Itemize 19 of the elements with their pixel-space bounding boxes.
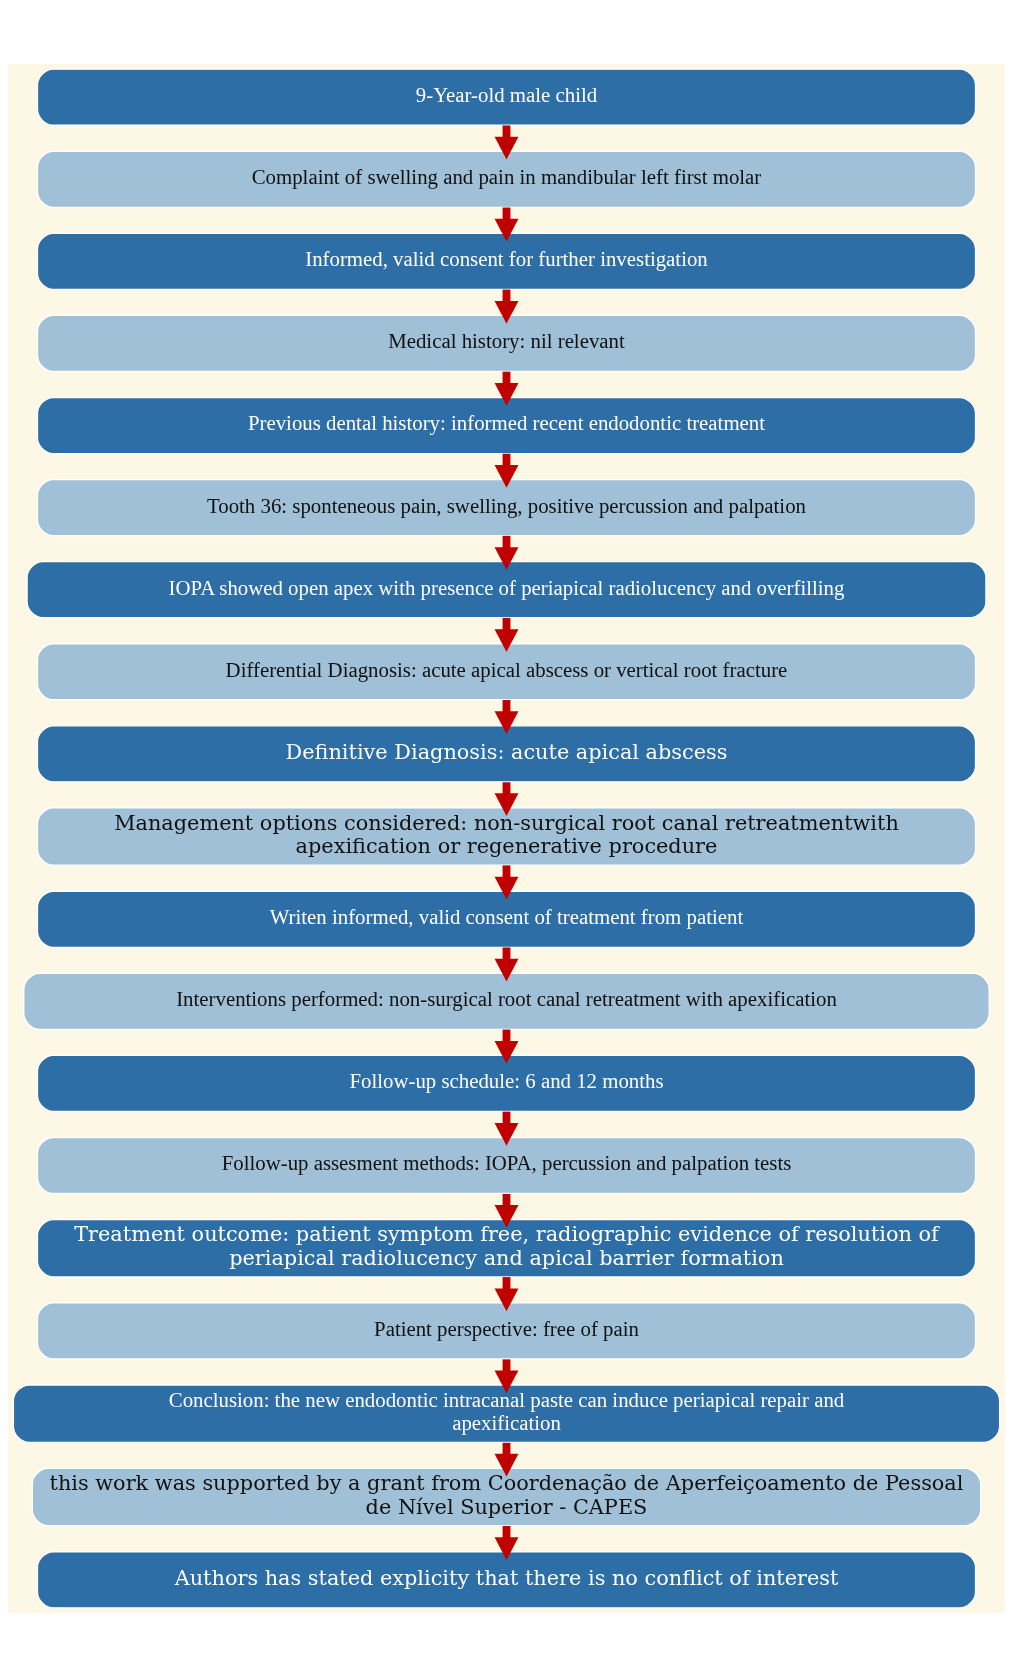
node-box: Interventions performed: non-surgical root canal retreatment with apexification xyxy=(23,972,990,1030)
node-box: Writen informed, valid consent of treatment from patient xyxy=(36,890,977,948)
node-box: Complaint of swelling and pain in mandibular left first molar xyxy=(36,150,977,208)
node-box: Conclusion: the new endodontic intracanal paste can induce periapical repair and apexification xyxy=(12,1383,1001,1443)
node-box: 9-Year-old male child xyxy=(36,68,977,126)
node-box: Follow-up assesment methods: IOPA, percussion and palpation tests xyxy=(36,1136,977,1194)
node-box: this work was supported by a grant from Coordenação de Aperfeiçoamento de Pessoal de Nível Superior - CAPES xyxy=(31,1467,982,1526)
node-box: Previous dental history: informed recent endodontic treatment xyxy=(36,396,977,454)
node-box: Management options considered: non-surgical root canal retreatmentwith apexification or regenerative procedure xyxy=(36,806,977,866)
node-box: Tooth 36: sponteneous pain, swelling, positive percussion and palpation xyxy=(36,478,977,536)
node-box: Treatment outcome: patient symptom free, radiographic evidence of resolution of periapical radiolucency and apical barrier formation xyxy=(36,1218,977,1278)
node-box: Informed, valid consent for further investigation xyxy=(36,232,977,290)
node-box: Differential Diagnosis: acute apical abscess or vertical root fracture xyxy=(36,642,977,700)
node-box: Definitive Diagnosis: acute apical abscess xyxy=(36,724,977,782)
node-box: Authors has stated explicity that there is no conflict of interest xyxy=(36,1550,977,1608)
node-box: Patient perspective: free of pain xyxy=(36,1301,977,1360)
node-box: Follow-up schedule: 6 and 12 months xyxy=(36,1054,977,1112)
node-box: IOPA showed open apex with presence of periapical radiolucency and overfilling xyxy=(26,560,987,618)
node-box: Medical history: nil relevant xyxy=(36,314,977,372)
